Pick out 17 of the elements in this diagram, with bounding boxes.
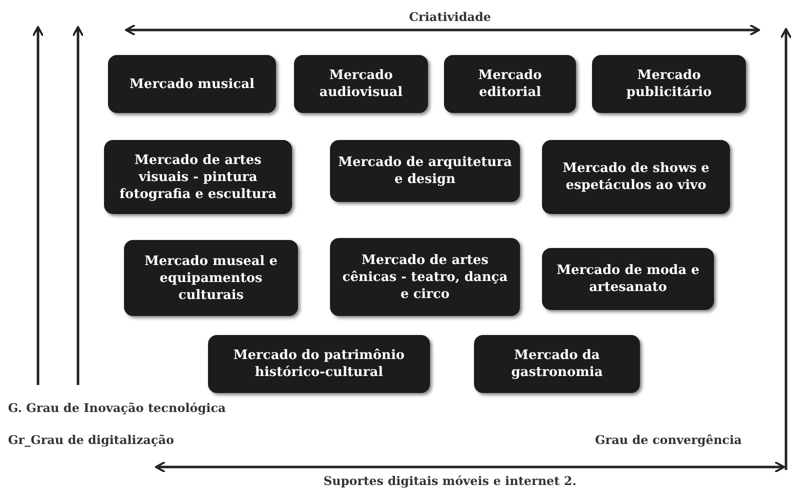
axis-label: Gr_Grau de digitalização (8, 433, 174, 447)
market-box: Mercado da gastronomia (474, 335, 640, 393)
market-box: Mercado de artes cênicas - teatro, dança e circo (330, 238, 520, 316)
market-box: Mercado museal e equipamentos culturais (124, 240, 298, 316)
axis-label: Grau de convergência (595, 433, 742, 447)
axis-label: Criatividade (409, 10, 492, 24)
axis-label: Suportes digitais móveis e internet 2. (324, 474, 576, 488)
market-box: Mercado musical (108, 55, 276, 113)
market-box: Mercado de arquitetura e design (330, 140, 520, 202)
market-box: Mercado de moda e artesanato (542, 248, 714, 310)
market-box: Mercado do patrimônio histórico-cultural (208, 335, 430, 393)
market-box: Mercado de artes visuais - pintura fotografia e escultura (104, 140, 292, 214)
axis-label: G. Grau de Inovação tecnológica (8, 401, 226, 415)
market-box: Mercado publicitário (592, 55, 746, 113)
market-box: Mercado de shows e espetáculos ao vivo (542, 140, 730, 214)
market-box: Mercado audiovisual (294, 55, 428, 113)
market-box: Mercado editorial (444, 55, 576, 113)
